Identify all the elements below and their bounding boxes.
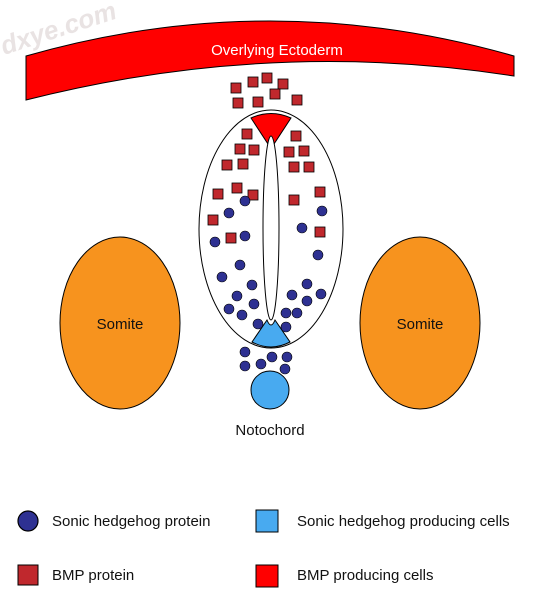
bmp-protein-square — [231, 182, 243, 194]
shh-protein-dot — [231, 290, 243, 302]
shh-protein-dot — [280, 321, 292, 333]
shh-protein-dot — [280, 307, 292, 319]
bmp-protein-square — [303, 161, 315, 173]
bmp-protein-square — [232, 97, 244, 109]
legend-bmp-cells-icon — [255, 564, 279, 588]
shh-protein-dot — [301, 278, 313, 290]
bmp-protein-square — [283, 146, 295, 158]
ectoderm-label: Overlying Ectoderm — [211, 42, 343, 59]
overlying-ectoderm — [25, 20, 515, 101]
bmp-protein-square — [314, 226, 326, 238]
bmp-protein-square — [290, 130, 302, 142]
bmp-protein-particles — [207, 72, 326, 244]
legend: Sonic hedgehog protein Sonic hedgehog pr… — [17, 509, 510, 588]
shh-protein-dot — [279, 363, 291, 375]
bmp-protein-square — [225, 232, 237, 244]
shh-protein-dot — [315, 288, 327, 300]
shh-protein-dot — [246, 279, 258, 291]
shh-protein-dot — [236, 309, 248, 321]
shh-protein-dot — [316, 205, 328, 217]
legend-bmp-protein-label: BMP protein — [52, 567, 134, 584]
notochord-label: Notochord — [235, 422, 304, 439]
shh-protein-dot — [239, 360, 251, 372]
somite-right-label: Somite — [397, 316, 444, 333]
bmp-protein-square — [221, 159, 233, 171]
shh-protein-dot — [239, 346, 251, 358]
bmp-protein-square — [269, 88, 281, 100]
legend-shh-protein-label: Sonic hedgehog protein — [52, 513, 210, 530]
bmp-protein-square — [230, 82, 242, 94]
somite-right — [359, 236, 481, 410]
shh-protein-dot — [248, 298, 260, 310]
bmp-protein-square — [234, 143, 246, 155]
shh-protein-dot — [234, 259, 246, 271]
somite-left — [59, 236, 181, 410]
shh-protein-dot — [239, 195, 251, 207]
bmp-protein-square — [241, 128, 253, 140]
bmp-protein-square — [298, 145, 310, 157]
bmp-protein-square — [291, 94, 303, 106]
shh-protein-dot — [281, 351, 293, 363]
legend-shh-cells-label: Sonic hedgehog producing cells — [297, 513, 510, 530]
legend-bmp-protein-icon — [17, 564, 39, 586]
central-canal — [262, 135, 280, 321]
bmp-protein-square — [314, 186, 326, 198]
shh-protein-particles — [209, 195, 328, 375]
notochord — [250, 370, 290, 410]
legend-bmp-cells-label: BMP producing cells — [297, 567, 433, 584]
bmp-protein-square — [212, 188, 224, 200]
shh-protein-dot — [286, 289, 298, 301]
shh-protein-dot — [301, 295, 313, 307]
shh-protein-dot — [312, 249, 324, 261]
shh-protein-dot — [223, 303, 235, 315]
bmp-protein-square — [207, 214, 219, 226]
bmp-protein-square — [288, 161, 300, 173]
floor-plate-shh-cells — [251, 318, 291, 348]
shh-protein-dot — [296, 222, 308, 234]
bmp-protein-square — [248, 144, 260, 156]
bmp-protein-square — [247, 76, 259, 88]
bmp-protein-square — [247, 189, 259, 201]
shh-protein-dot — [252, 318, 264, 330]
bmp-protein-square — [237, 158, 249, 170]
shh-protein-dot — [223, 207, 235, 219]
shh-protein-dot — [216, 271, 228, 283]
shh-protein-dot — [266, 351, 278, 363]
shh-protein-dot — [239, 230, 251, 242]
bmp-protein-square — [252, 96, 264, 108]
legend-shh-cells-icon — [255, 509, 279, 533]
bmp-protein-square — [261, 72, 273, 84]
bmp-protein-square — [277, 78, 289, 90]
shh-protein-dot — [209, 236, 221, 248]
shh-protein-dot — [291, 307, 303, 319]
bmp-protein-square — [288, 194, 300, 206]
shh-protein-dot — [255, 358, 267, 370]
legend-shh-protein-icon — [17, 510, 39, 532]
somite-left-label: Somite — [97, 316, 144, 333]
